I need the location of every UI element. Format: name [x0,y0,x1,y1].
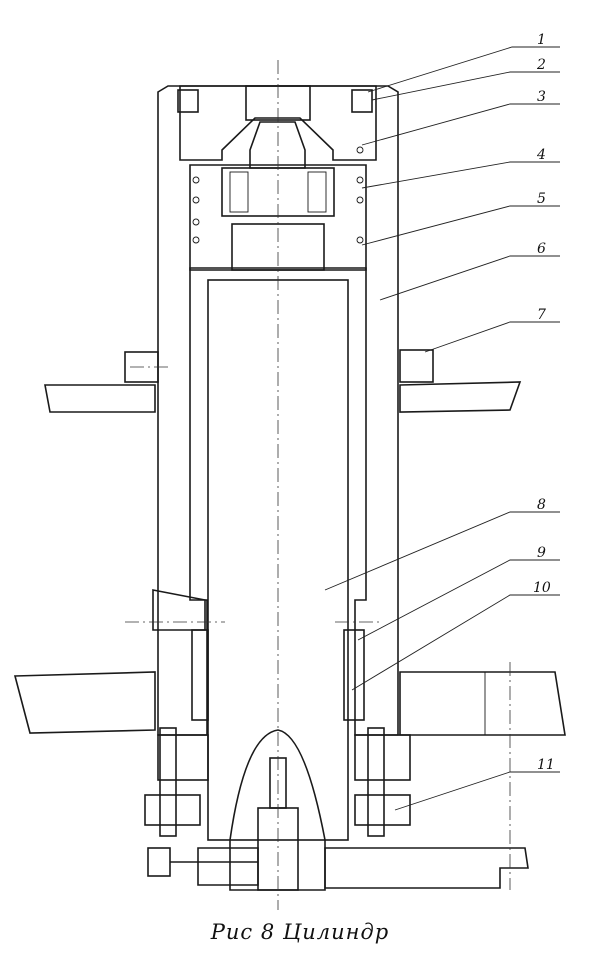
callout-4: 4 [536,147,546,163]
callout-1: 1 [537,32,546,48]
bottom-arm [147,847,529,889]
callout-7: 7 [537,307,546,323]
callout-9: 9 [537,545,546,561]
callout-10: 10 [533,580,551,596]
leader-lines [324,46,560,811]
cylinder-body [157,85,399,736]
bottom-flange [144,727,411,837]
callout-labels: 1 2 3 4 5 6 7 8 9 10 11 [533,32,555,773]
callout-6: 6 [537,241,546,257]
pusher-head [229,729,326,891]
cylinder-cover [177,85,377,161]
center-axis [125,60,511,910]
callout-11: 11 [537,757,555,773]
callout-8: 8 [537,497,546,513]
callout-2: 2 [536,57,546,73]
callout-3: 3 [537,89,546,105]
figure-caption: Рис 8 Цилиндр [210,920,390,944]
callout-5: 5 [537,191,546,207]
mounting-lug [124,349,434,383]
lower-gland [152,589,411,781]
upper-frame-plate [44,381,522,413]
lower-frame-plate [13,671,566,736]
